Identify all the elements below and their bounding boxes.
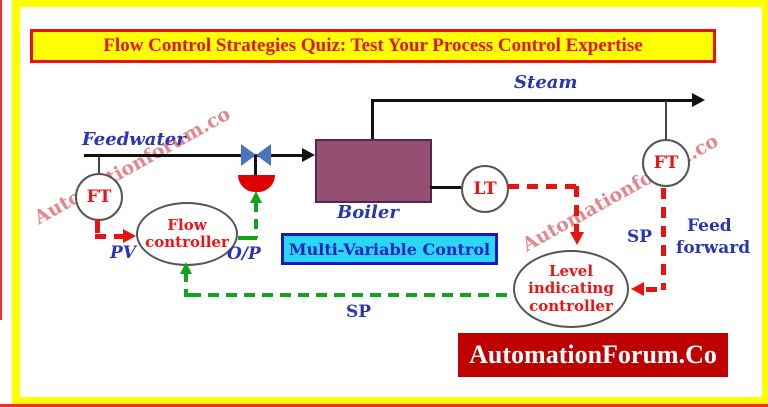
frame-top-border <box>12 0 768 7</box>
ft-feedwater-label: FT <box>86 187 112 207</box>
ft-steam-transmitter: FT <box>642 139 690 187</box>
valve-stem-line <box>254 155 257 176</box>
boiler-vessel <box>315 139 432 203</box>
feedforward-arrow-icon <box>631 282 644 296</box>
feedwater-arrow-icon <box>302 148 315 162</box>
multi-variable-control-callout: Multi-Variable Control <box>281 233 498 265</box>
multi-variable-control-label: Multi-Variable Control <box>288 239 491 259</box>
brand-text: AutomationForum.Co <box>469 340 717 369</box>
frame-left-border <box>12 0 20 404</box>
ft-steam-tap-line <box>665 101 667 139</box>
pv-signal-line <box>95 234 124 239</box>
valve-actuator-icon <box>238 175 275 192</box>
feedforward-label: forward <box>676 238 751 258</box>
steam-arrow-icon <box>692 93 705 107</box>
feedwater-pipe <box>84 154 303 157</box>
lt-boiler-transmitter: LT <box>461 165 509 213</box>
brand-banner: AutomationForum.Co <box>458 333 728 377</box>
sp-cascade-signal-line <box>184 272 188 295</box>
sp-cascade-label: SP <box>346 302 372 322</box>
steam-riser-pipe <box>371 100 374 139</box>
control-valve-icon <box>241 144 256 166</box>
level-indicating-controller: Level indicating controller <box>513 250 629 328</box>
pv-signal-line <box>95 219 100 233</box>
flow-controller: Flow controller <box>136 202 238 266</box>
lic-label: controller <box>529 296 613 315</box>
ft-feedwater-transmitter: FT <box>75 173 123 221</box>
op-label: O/P <box>227 244 261 264</box>
lt-label: LT <box>473 179 497 199</box>
op-signal-line <box>238 236 257 240</box>
boiler-label: Boiler <box>337 202 399 223</box>
title-text: Flow Control Strategies Quiz: Test Your … <box>103 35 643 56</box>
ft-steam-label: FT <box>653 153 679 173</box>
feedforward-label: Feed <box>687 216 732 236</box>
steam-pipe <box>371 99 694 102</box>
sp-feedforward-label: SP <box>627 227 653 247</box>
flow-controller-label: controller <box>145 233 229 251</box>
title-banner: Flow Control Strategies Quiz: Test Your … <box>30 29 716 63</box>
feedforward-signal-line <box>661 188 666 290</box>
flow-controller-label: Flow <box>167 215 207 234</box>
control-valve-icon <box>256 144 271 166</box>
pv-label: PV <box>110 243 136 263</box>
op-signal-line <box>254 202 258 238</box>
frame-bottom-red-edge <box>0 404 768 407</box>
level-signal-line <box>508 184 578 189</box>
feedwater-label: Feedwater <box>82 129 186 150</box>
level-signal-line <box>574 186 579 232</box>
sp-cascade-signal-line <box>190 293 513 297</box>
feedforward-signal-line <box>646 287 663 292</box>
frame-left-red-edge <box>0 0 2 320</box>
frame-right-border <box>762 0 768 404</box>
sp-cascade-arrow-icon <box>180 262 192 274</box>
ft-feedwater-tap-line <box>98 157 100 173</box>
lic-label: indicating <box>528 279 614 298</box>
pv-arrow-icon <box>123 229 136 243</box>
steam-label: Steam <box>514 72 578 93</box>
lt-tap-line <box>430 186 461 189</box>
frame-bottom-border <box>12 397 768 404</box>
op-arrow-icon <box>250 191 262 203</box>
level-arrow-icon <box>570 232 584 245</box>
sp-cascade-signal-line <box>184 293 193 297</box>
lic-label: Level <box>548 262 594 281</box>
